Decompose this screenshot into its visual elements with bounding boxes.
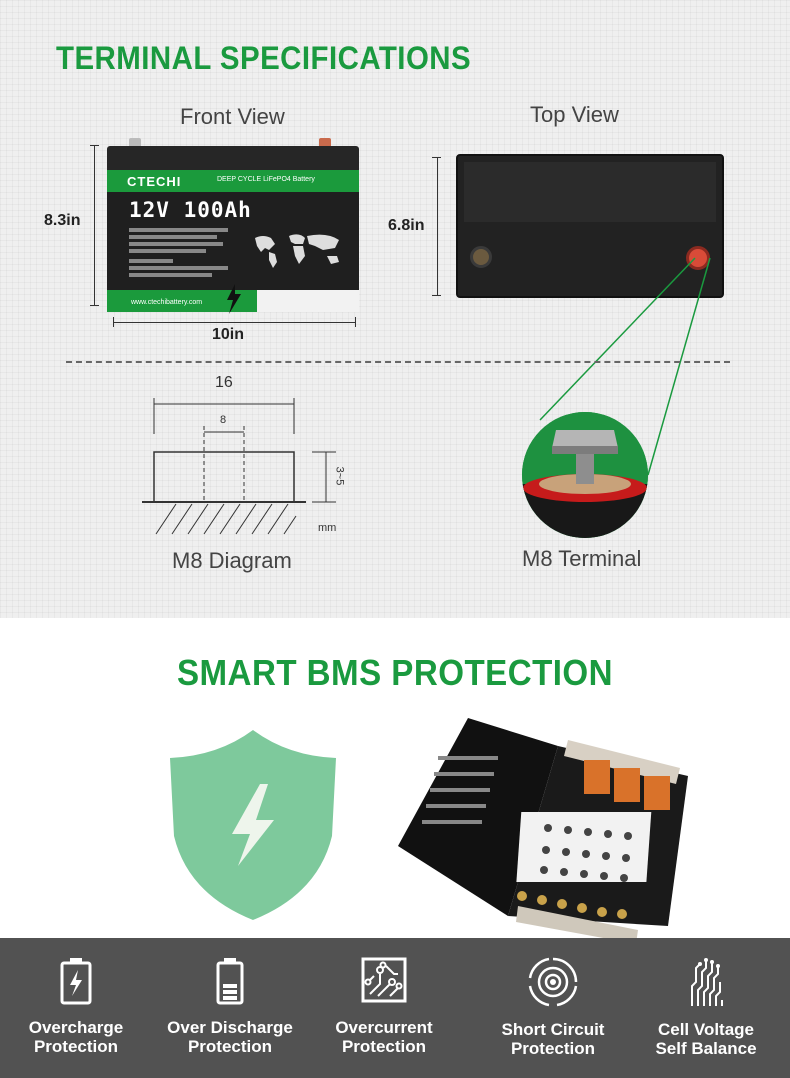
section-divider [66, 361, 730, 363]
bms-title: SMART BMS PROTECTION [176, 652, 614, 693]
feature-cell-balance-label: Cell Voltage Self Balance [644, 1020, 768, 1058]
feature-over-discharge: Over Discharge Protection [158, 938, 302, 1078]
feature-short-circuit-line2: Protection [510, 1039, 596, 1058]
battery-level-icon [216, 958, 244, 1005]
certification-marks [257, 290, 359, 312]
feature-overcharge: Overcharge Protection [14, 938, 138, 1078]
positive-terminal [686, 246, 710, 270]
feature-overcurrent-line1: Overcurrent [335, 1018, 433, 1037]
battery-type: DEEP CYCLE LiFePO4 Battery [217, 176, 315, 183]
m8-terminal-image [522, 412, 648, 538]
front-height-tick-top [90, 145, 99, 146]
zoom-connector-lines [539, 257, 711, 476]
cell-balance-icon [691, 958, 723, 1006]
bms-features-band: Overcharge Protection Over Discharge Pro… [0, 938, 790, 1078]
feature-short-circuit-label: Short Circuit Protection [484, 1020, 622, 1058]
short-circuit-icon [528, 957, 578, 1007]
top-height-tick-top [432, 157, 441, 158]
diagram-inner-width: 8 [220, 414, 227, 426]
negative-post [129, 138, 141, 148]
battery-model: 12V 100Ah [129, 198, 252, 222]
m8-diagram-caption: M8 Diagram [172, 548, 292, 573]
feature-overcurrent-line2: Protection [341, 1037, 427, 1056]
diagram-outer-width: 16 [215, 374, 233, 391]
feature-cell-balance-line1: Cell Voltage [657, 1020, 755, 1039]
front-width-line [113, 322, 355, 323]
m8-diagram [142, 398, 336, 535]
feature-over-discharge-line1: Over Discharge [167, 1018, 293, 1037]
diagram-unit: mm [318, 522, 337, 534]
front-height-tick-bottom [90, 305, 99, 306]
top-height-label: 6.8in [388, 217, 425, 234]
world-map-icon [255, 234, 339, 268]
feature-overcurrent: Overcurrent Protection [322, 938, 446, 1078]
top-height-line [437, 157, 438, 295]
front-height-line [94, 145, 95, 305]
feature-short-circuit-line1: Short Circuit [501, 1020, 605, 1039]
front-width-tick-right [355, 317, 356, 327]
label-bottom-band: www.ctechibattery.com [107, 284, 359, 314]
feature-overcharge-label: Overcharge Protection [14, 1018, 138, 1056]
feature-overcurrent-label: Overcurrent Protection [322, 1018, 446, 1056]
feature-overcharge-line2: Protection [33, 1037, 119, 1056]
battery-body: CTECHI DEEP CYCLE LiFePO4 Battery 12V 10… [107, 170, 359, 314]
feature-over-discharge-label: Over Discharge Protection [158, 1018, 302, 1056]
bms-board-image [398, 718, 688, 944]
circuit-board-icon [361, 957, 407, 1003]
front-view-label: Front View [180, 104, 285, 129]
top-height-tick-bottom [432, 295, 441, 296]
battery-front-view: CTECHI DEEP CYCLE LiFePO4 Battery 12V 10… [107, 138, 359, 314]
front-width-label: 10in [212, 326, 245, 343]
terminal-specifications-title: TERMINAL SPECIFICATIONS [56, 40, 472, 76]
front-width-tick-left [113, 317, 114, 327]
battery-lid [107, 146, 359, 172]
feature-short-circuit: Short Circuit Protection [484, 938, 622, 1078]
negative-terminal [470, 246, 492, 268]
front-height-label: 8.3in [44, 212, 81, 229]
feature-cell-balance-line2: Self Balance [655, 1039, 757, 1058]
lightning-icon [227, 284, 241, 314]
battery-website: www.ctechibattery.com [131, 299, 203, 306]
battery-top-view [456, 154, 724, 298]
battery-top-panel [464, 162, 716, 222]
terminal-specifications-section: TERMINAL SPECIFICATIONS Front View Top V… [0, 0, 790, 618]
m8-terminal-zoom [522, 412, 648, 538]
feature-over-discharge-line2: Protection [187, 1037, 273, 1056]
feature-cell-balance: Cell Voltage Self Balance [644, 938, 768, 1078]
diagram-depth: 3~5 [333, 466, 346, 486]
top-view-label: Top View [530, 102, 619, 127]
battery-charge-icon [60, 958, 92, 1005]
label-top-band: CTECHI DEEP CYCLE LiFePO4 Battery [107, 170, 359, 192]
positive-post [319, 138, 331, 148]
brand-logo: CTECHI [127, 174, 182, 189]
feature-overcharge-line1: Overcharge [28, 1018, 124, 1037]
shield-icon [170, 730, 336, 920]
m8-terminal-caption: M8 Terminal [522, 546, 642, 571]
battery-spec-lines [129, 228, 239, 280]
